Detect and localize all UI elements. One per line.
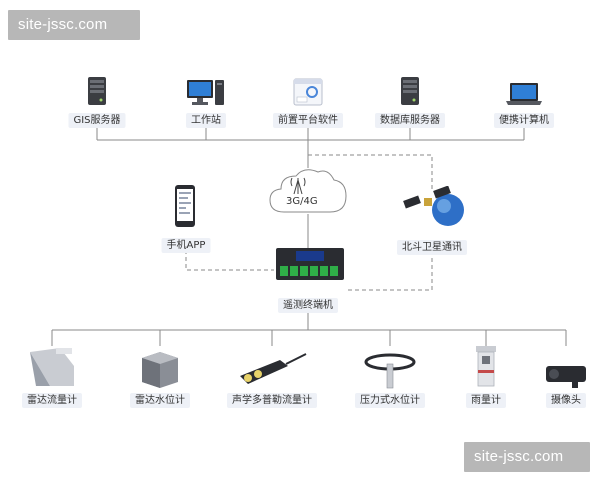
- workstation-icon: [186, 78, 226, 112]
- pressure-level-icon: [362, 350, 418, 394]
- label-database-server: 数据库服务器: [375, 113, 445, 128]
- label-rain-gauge: 雨量计: [466, 393, 506, 408]
- watermark-top: site-jssc.com: [8, 10, 140, 40]
- laptop-icon: [504, 82, 544, 110]
- telemetry-terminal-icon: [274, 246, 346, 288]
- cloud-icon: [266, 164, 350, 220]
- label-pressure-level: 压力式水位计: [355, 393, 425, 408]
- cloud-label: 3G/4G: [286, 196, 318, 207]
- software-window-icon: [293, 78, 323, 110]
- watermark-bottom: site-jssc.com: [464, 442, 590, 472]
- label-front-platform: 前置平台软件: [273, 113, 343, 128]
- radar-level-icon: [138, 348, 182, 392]
- rain-gauge-icon: [474, 344, 498, 394]
- phone-icon: [174, 184, 196, 232]
- camera-icon: [544, 360, 590, 394]
- label-camera: 摄像头: [546, 393, 586, 408]
- doppler-flowmeter-icon: [236, 352, 308, 392]
- satellite-icon: [402, 185, 466, 234]
- label-workstation: 工作站: [186, 113, 226, 128]
- label-phone-app: 手机APP: [161, 238, 211, 253]
- label-beidou-satellite: 北斗卫星通讯: [397, 240, 467, 255]
- server-icon: [86, 76, 108, 110]
- radar-flowmeter-icon: [26, 346, 78, 392]
- label-doppler-flowmeter: 声学多普勒流量计: [227, 393, 317, 408]
- server-icon: [399, 76, 421, 110]
- label-gis-server: GIS服务器: [68, 113, 126, 128]
- label-radar-flowmeter: 雷达流量计: [22, 393, 82, 408]
- label-telemetry-terminal: 遥测终端机: [278, 298, 338, 313]
- label-radar-level: 雷达水位计: [130, 393, 190, 408]
- label-laptop: 便携计算机: [494, 113, 554, 128]
